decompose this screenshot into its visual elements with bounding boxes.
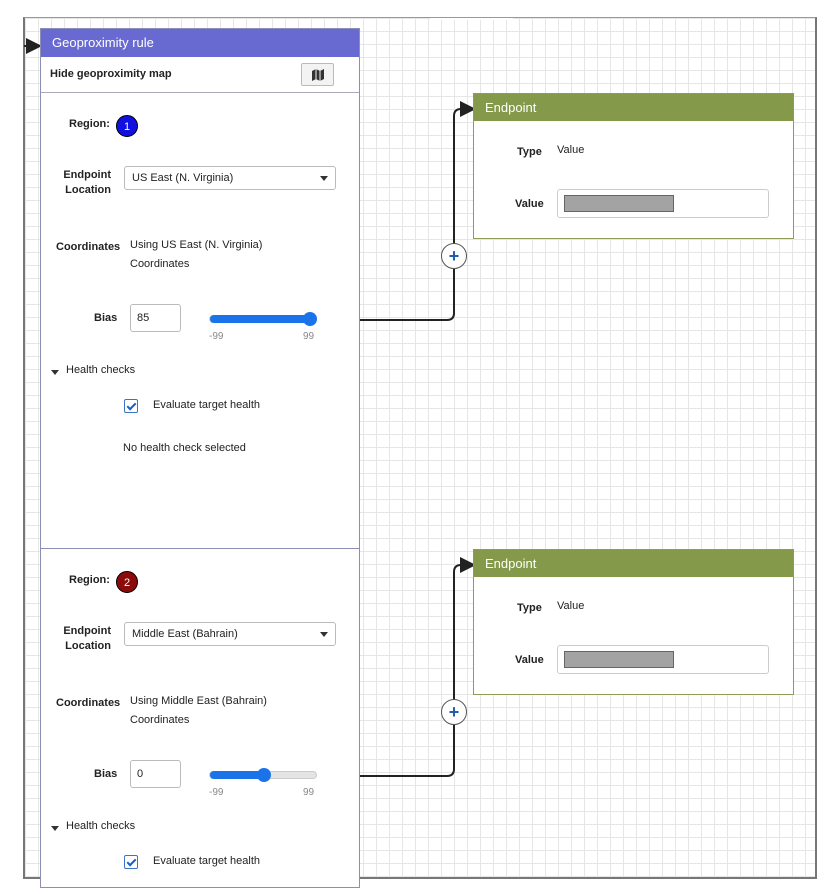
coordinates-value: Using Middle East (Bahrain)Coordinates — [130, 695, 267, 726]
value-input[interactable] — [557, 189, 769, 218]
caret-down-icon[interactable] — [51, 826, 59, 831]
bias-slider-fill — [210, 315, 310, 323]
add-endpoint-button-2[interactable]: + — [441, 699, 467, 725]
bias-slider-thumb[interactable] — [303, 312, 317, 326]
endpoint-location-value: US East (N. Virginia) — [132, 172, 234, 184]
bias-input[interactable]: 85 — [130, 304, 181, 332]
endpoint-title: Endpoint — [474, 94, 793, 121]
endpoint-location-select[interactable]: Middle East (Bahrain) — [124, 622, 336, 646]
bias-input[interactable]: 0 — [130, 760, 181, 788]
health-checks-toggle[interactable]: Health checks — [66, 364, 136, 376]
region-label: Region: — [69, 118, 110, 130]
health-checks-toggle[interactable]: Health checks — [66, 820, 136, 832]
slider-min: -99 — [209, 787, 224, 798]
chevron-down-icon — [320, 176, 328, 181]
evaluate-target-health-label: Evaluate target health — [153, 399, 261, 411]
evaluate-target-health-checkbox[interactable] — [124, 399, 138, 413]
redacted-value — [564, 651, 674, 668]
bias-slider-fill — [210, 771, 264, 779]
chevron-down-icon — [320, 632, 328, 637]
region-badge-1: 1 — [116, 115, 138, 137]
plus-icon: + — [448, 702, 460, 722]
evaluate-target-health-checkbox[interactable] — [124, 855, 138, 869]
frame-gap — [430, 18, 513, 20]
type-label: Type — [517, 602, 542, 614]
type-label: Type — [517, 146, 542, 158]
slider-min: -99 — [209, 331, 224, 342]
region-badge-2: 2 — [116, 571, 138, 593]
redacted-value — [564, 195, 674, 212]
rule-title: Geoproximity rule — [41, 29, 359, 57]
endpoint-title: Endpoint — [474, 550, 793, 577]
geoproximity-rule-panel: Geoproximity rule Hide geoproximity map … — [40, 28, 360, 888]
hide-map-label[interactable]: Hide geoproximity map — [50, 68, 172, 80]
value-label: Value — [515, 654, 544, 666]
endpoint-location-select[interactable]: US East (N. Virginia) — [124, 166, 336, 190]
rule-toolbar: Hide geoproximity map — [41, 57, 359, 93]
value-input[interactable] — [557, 645, 769, 674]
caret-down-icon[interactable] — [51, 370, 59, 375]
add-endpoint-button-1[interactable]: + — [441, 243, 467, 269]
slider-max: 99 — [303, 331, 315, 342]
coordinates-value: Using US East (N. Virginia)Coordinates — [130, 239, 263, 270]
region-label: Region: — [69, 574, 110, 586]
plus-icon: + — [448, 246, 460, 266]
bias-slider-thumb[interactable] — [257, 768, 271, 782]
slider-max: 99 — [303, 787, 315, 798]
coordinates-label: Coordinates — [56, 241, 121, 253]
endpoint-node-1[interactable]: Endpoint Type Value Value — [473, 93, 794, 239]
endpoint-location-value: Middle East (Bahrain) — [132, 628, 238, 640]
endpoint-node-2[interactable]: Endpoint Type Value Value — [473, 549, 794, 695]
map-toggle-button[interactable] — [301, 63, 334, 86]
type-value: Value — [557, 144, 585, 156]
map-icon — [311, 68, 324, 81]
no-health-check-text: No health check selected — [123, 442, 246, 454]
bias-slider[interactable] — [209, 768, 317, 782]
value-label: Value — [515, 198, 544, 210]
bias-label: Bias — [94, 312, 118, 324]
type-value: Value — [557, 600, 585, 612]
evaluate-target-health-label: Evaluate target health — [153, 855, 261, 867]
bias-label: Bias — [94, 768, 118, 780]
coordinates-label: Coordinates — [56, 697, 121, 709]
bias-slider[interactable] — [209, 312, 317, 326]
